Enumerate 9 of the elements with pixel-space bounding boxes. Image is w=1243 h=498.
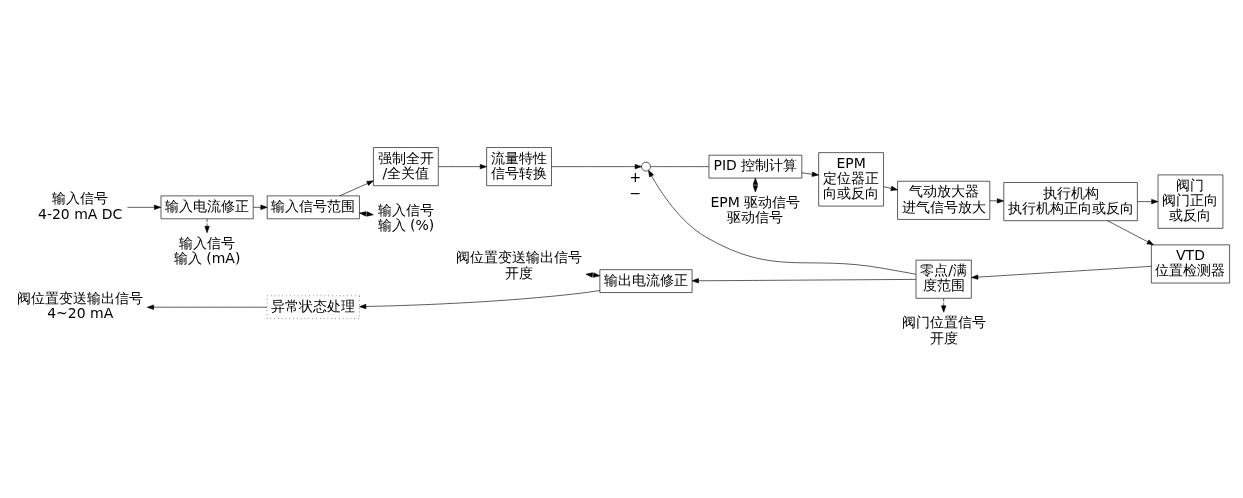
node-text: 输入信号 输入 (mA) [173,234,241,267]
node-text: 输入信号 输入 (%) [377,201,435,233]
node-label: + [629,169,642,186]
node-text: EPM 驱动信号 驱动信号 [710,194,801,226]
node-text: 阀门位置信号 开度 [901,314,986,346]
node-text: 阀位置变送输出信号 4~20 mA [17,290,144,322]
node-label: − [629,184,642,201]
node-text: 输入信号 4-20 mA DC [38,190,123,222]
node-text: 阀位置变送输出信号 开度 [456,249,583,281]
